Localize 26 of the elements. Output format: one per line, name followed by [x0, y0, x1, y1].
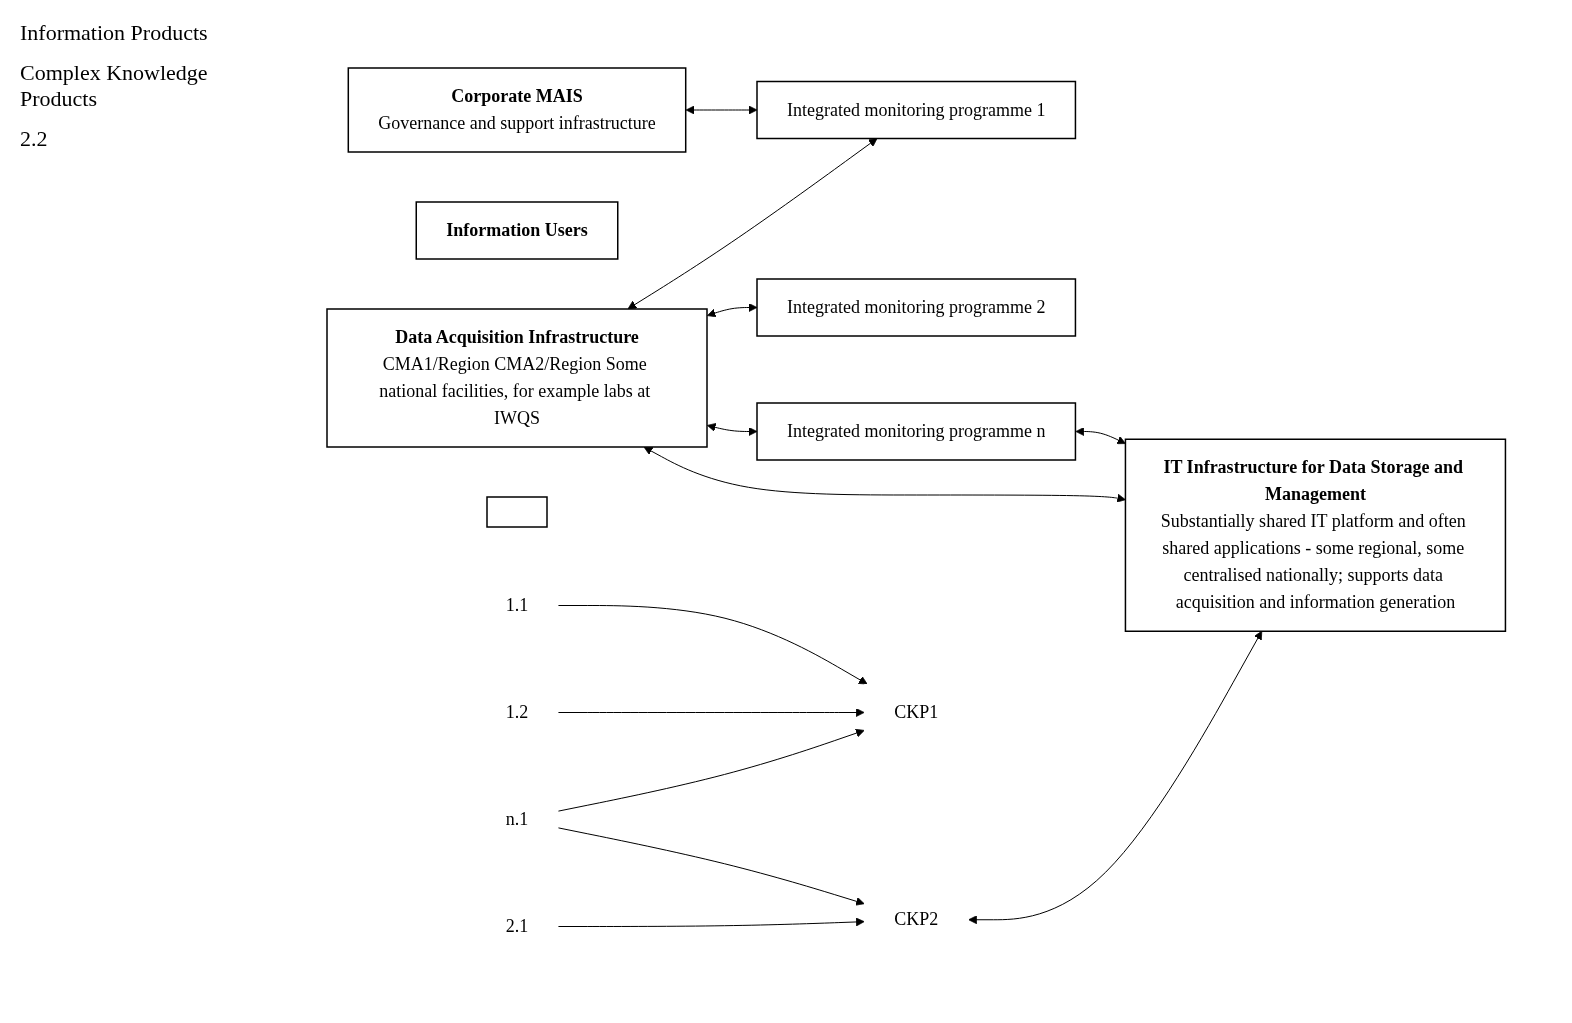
arrow [968, 630, 1262, 925]
node-box [486, 496, 548, 528]
note-text: Information Products [20, 20, 209, 46]
arrow [1075, 427, 1126, 445]
arrow [557, 827, 865, 906]
node-text: CKP1 [893, 702, 939, 722]
node-box: Integrated monitoring programme 2 [756, 278, 1076, 337]
arrow [557, 605, 868, 685]
node-box: Information Users [415, 201, 619, 260]
arrow [557, 728, 865, 812]
arrow [643, 446, 1126, 503]
node-text: CKP2 [893, 909, 939, 930]
node-text: 1.2 [505, 702, 529, 722]
node-box: Corporate MAIS Governance and support infrastructure [347, 67, 687, 153]
node-box: Integrated monitoring programme n [756, 402, 1076, 461]
node-box: Integrated monitoring programme 1 [756, 80, 1076, 140]
arrow [557, 708, 865, 717]
arrow [557, 917, 865, 927]
node-text: n.1 [505, 809, 529, 829]
note-text: 2.2 [20, 126, 49, 152]
note-text: Complex Knowledge Products [20, 60, 209, 112]
arrow [627, 138, 878, 310]
node-box: Data Acquisition Infrastructure CMA1/Region CMA2/Region Some national facilities, for example labs at IWQS [326, 308, 708, 448]
node-text: 2.1 [505, 916, 529, 936]
node-box: IT Infrastructure for Data Storage and Management Substantially shared IT platform and often shared applications - some regional, some centralised nationally; supports data acquisition and information generation [1124, 438, 1506, 632]
node-text: 1.1 [505, 595, 529, 615]
